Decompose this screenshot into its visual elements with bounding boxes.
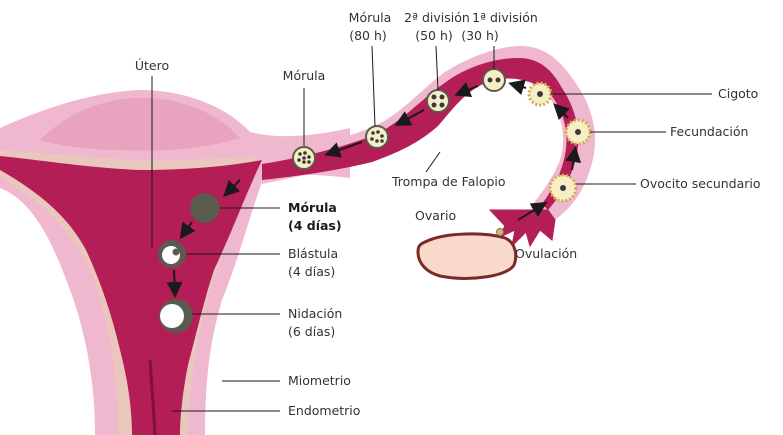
- blastula-cell: [158, 240, 186, 268]
- cigoto-cell: [529, 83, 551, 105]
- label-endometrio: Endometrio: [288, 403, 360, 418]
- morula-uterus-cell: [190, 193, 220, 223]
- ovocito-cell: [550, 175, 576, 201]
- label-nidacion: Nidación: [288, 306, 342, 321]
- ovulated-ovum: [497, 229, 504, 236]
- label-fecundacion: Fecundación: [670, 124, 748, 139]
- label-morula-uterus: Mórula: [288, 200, 337, 215]
- morula-80h-cell: [366, 126, 388, 148]
- arrow-blastula-nidacion: [174, 270, 175, 294]
- label-div2-time: (50 h): [415, 28, 453, 43]
- arrow-cigoto-div1: [512, 84, 526, 88]
- morula-tube-cell: [293, 147, 315, 169]
- label-miometrio: Miometrio: [288, 373, 351, 388]
- label-blastula: Blástula: [288, 246, 338, 261]
- nidacion-cell: [159, 299, 193, 333]
- label-ovario: Ovario: [415, 208, 456, 223]
- label-ovulacion: Ovulación: [515, 246, 577, 261]
- ovary-shape: [418, 234, 516, 278]
- label-ovocito: Ovocito secundario: [640, 176, 761, 191]
- ovary: [418, 229, 516, 279]
- label-div2: 2ª división: [404, 10, 470, 25]
- leader-morula80: [372, 46, 375, 126]
- label-utero: Útero: [135, 58, 169, 73]
- label-morula2-time: (80 h): [349, 28, 387, 43]
- label-morula2: Mórula: [349, 10, 392, 25]
- label-trompa: Trompa de Falopio: [391, 174, 506, 189]
- label-morula-tube: Mórula: [283, 68, 326, 83]
- second-division-cell: [427, 90, 449, 112]
- label-div1: 1ª división: [472, 10, 538, 25]
- leader-trompa: [426, 152, 440, 172]
- label-morula-uterus-days: (4 días): [288, 218, 342, 233]
- label-div1-time: (30 h): [461, 28, 499, 43]
- fecundacion-cell: [566, 120, 590, 144]
- label-nidacion-days: (6 días): [288, 324, 335, 339]
- label-cigoto: Cigoto: [718, 86, 758, 101]
- first-division-cell: [483, 69, 505, 91]
- label-blastula-days: (4 días): [288, 264, 335, 279]
